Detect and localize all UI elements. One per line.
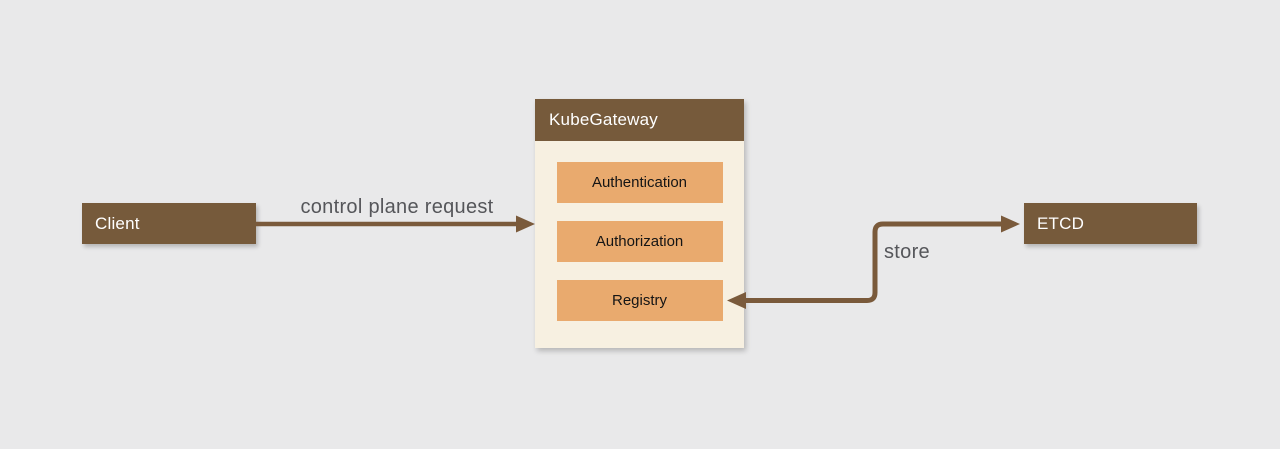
kubegateway-header: KubeGateway	[535, 99, 744, 141]
module-authorization: Authorization	[556, 221, 723, 262]
node-client: Client	[82, 203, 256, 244]
control-plane-request-label: control plane request	[300, 196, 494, 218]
module-registry: Registry	[556, 280, 723, 321]
module-authentication: Authentication	[556, 162, 723, 203]
node-kubegateway: KubeGateway Authentication Authorization…	[535, 99, 744, 348]
node-client-label: Client	[95, 213, 140, 233]
node-etcd-label: ETCD	[1037, 213, 1085, 233]
store-arrow-line	[744, 221, 1002, 303]
node-etcd: ETCD	[1024, 203, 1197, 244]
kubegateway-title: KubeGateway	[549, 110, 658, 129]
store-arrowhead-right-icon	[1001, 215, 1020, 233]
kubegateway-body: Authentication Authorization Registry	[535, 141, 744, 348]
store-label: store	[884, 241, 930, 263]
